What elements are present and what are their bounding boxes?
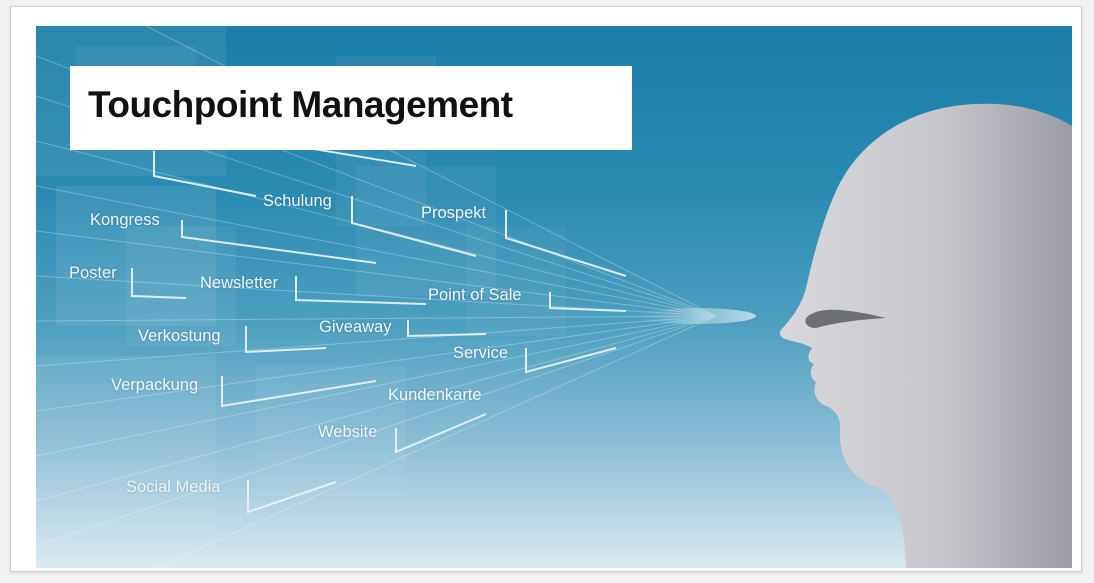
title-box: Touchpoint Management xyxy=(70,66,632,150)
touchpoint-label-verpackung: Verpackung xyxy=(111,376,199,394)
touchpoint-label-newsletter: Newsletter xyxy=(200,274,278,292)
label-connectors xyxy=(131,145,627,514)
touchpoint-label-point-of-sale: Point of Sale xyxy=(428,286,522,304)
head-eye xyxy=(805,309,886,328)
focal-glow xyxy=(636,308,756,324)
stylized-head-profile-icon xyxy=(779,103,1072,568)
touchpoint-label-kongress: Kongress xyxy=(90,211,160,229)
touchpoint-label-website: Website xyxy=(318,423,378,441)
touchpoint-illustration: Touchpoint Management Kongress Schulung … xyxy=(36,26,1072,568)
touchpoint-label-verkostung: Verkostung xyxy=(138,327,221,345)
page-title: Touchpoint Management xyxy=(88,84,513,125)
touchpoint-label-giveaway: Giveaway xyxy=(319,318,392,336)
illustration-graphics xyxy=(36,26,1072,568)
touchpoint-label-prospekt: Prospekt xyxy=(421,204,487,222)
touchpoint-label-service: Service xyxy=(453,344,509,362)
touchpoint-label-schulung: Schulung xyxy=(263,192,332,210)
touchpoint-label-poster: Poster xyxy=(69,264,117,282)
touchpoint-label-social-media: Social Media xyxy=(126,478,221,496)
touchpoint-label-kundenkarte: Kundenkarte xyxy=(388,386,482,404)
